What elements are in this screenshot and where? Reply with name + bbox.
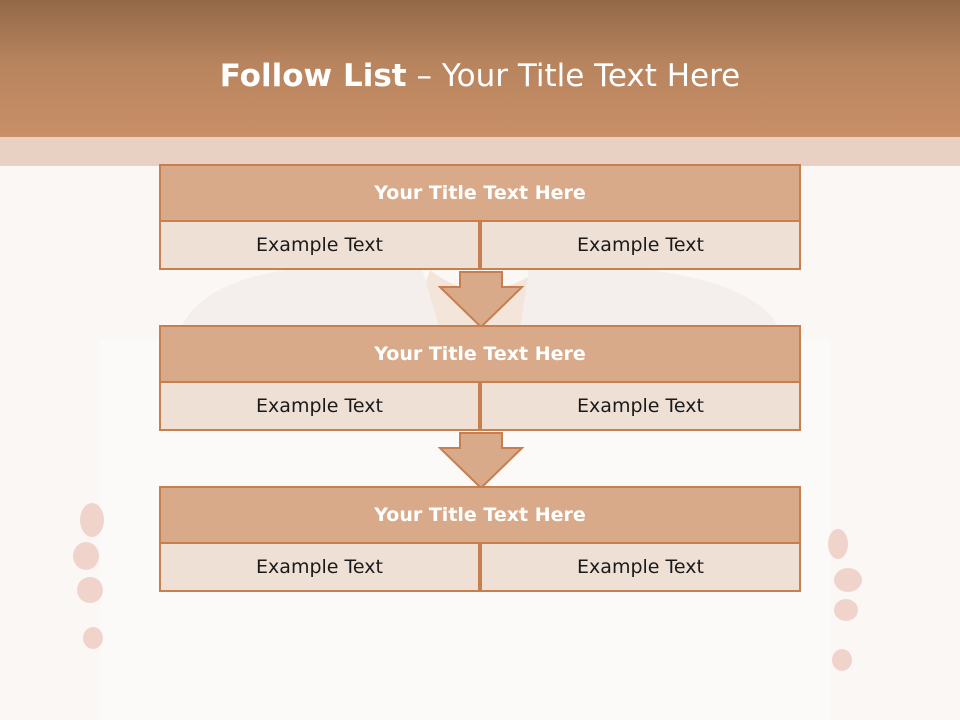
header-bar: [0, 0, 960, 137]
block-right-text: Example Text: [480, 381, 801, 431]
block-left-text: Example Text: [159, 381, 480, 431]
block-title: Your Title Text Here: [159, 325, 801, 383]
page-title-bold: Follow List: [219, 58, 407, 94]
down-arrow-icon: [438, 432, 524, 490]
page-title-rest: – Your Title Text Here: [406, 58, 741, 94]
list-block-1: Your Title Text Here Example Text Exampl…: [159, 164, 801, 270]
block-title: Your Title Text Here: [159, 486, 801, 544]
block-right-text: Example Text: [480, 542, 801, 592]
list-block-3: Your Title Text Here Example Text Exampl…: [159, 486, 801, 592]
block-left-text: Example Text: [159, 542, 480, 592]
down-arrow-icon: [438, 271, 524, 329]
header-band: [0, 137, 960, 166]
block-right-text: Example Text: [480, 220, 801, 270]
block-title: Your Title Text Here: [159, 164, 801, 222]
page-title: Follow List – Your Title Text Here: [0, 57, 960, 95]
block-left-text: Example Text: [159, 220, 480, 270]
list-block-2: Your Title Text Here Example Text Exampl…: [159, 325, 801, 431]
